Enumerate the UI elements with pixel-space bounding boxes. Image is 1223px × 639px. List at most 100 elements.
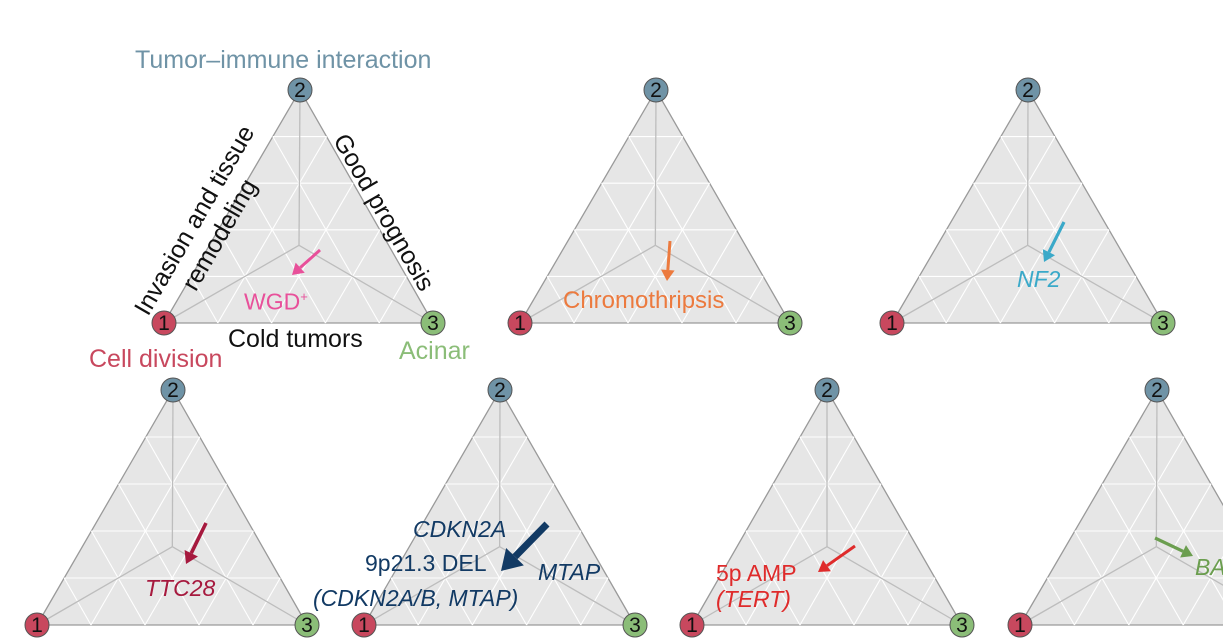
- vertex-1-number: 1: [686, 614, 698, 637]
- arrow-head: [184, 549, 198, 564]
- vertex-3-number: 3: [1157, 312, 1169, 335]
- arrow-head: [661, 269, 675, 281]
- ternary-panel-5p: 1 2 3: [679, 377, 975, 638]
- arrow-bap1: [1154, 536, 1193, 558]
- label-nf2: NF2: [1017, 266, 1061, 292]
- label-bap1: BAP1: [1195, 554, 1223, 580]
- label-wgd: WGD+: [244, 288, 308, 315]
- vertex-3-marker: [420, 310, 446, 336]
- label-chromothripsis: Chromothripsis: [563, 287, 725, 314]
- vertex-1-number: 1: [514, 312, 526, 335]
- arrow-shaft: [826, 544, 856, 567]
- vertex-1-marker: [24, 612, 50, 638]
- vertex-2-marker: [287, 77, 313, 103]
- arrow-head: [1180, 545, 1193, 558]
- ternary-panel-wgd: 1 2 3: [151, 77, 446, 336]
- label-9p21-del: 9p21.3 DEL: [365, 550, 487, 576]
- ternary-panel-9p21: 1 2 3: [351, 377, 648, 638]
- vertex-3-marker: [294, 612, 320, 638]
- label-tumor-immune-interaction: Tumor–immune interaction: [135, 46, 432, 74]
- label-cell-division: Cell division: [89, 345, 223, 373]
- median-line: [826, 546, 963, 626]
- vertex-2-marker: [814, 377, 840, 403]
- vertex-1-marker: [879, 310, 905, 336]
- vertex-2-number: 2: [1151, 379, 1163, 402]
- vertex-1-number: 1: [1014, 614, 1026, 637]
- median-line: [1019, 546, 1157, 626]
- arrow-shaft: [512, 521, 550, 560]
- arrow-shaft: [1047, 221, 1066, 253]
- label-cdkn2ab-mtap: (CDKN2A/B, MTAP): [313, 585, 519, 611]
- triangle-body: [162, 88, 435, 324]
- ternary-panel-bap1: 123: [1007, 377, 1223, 638]
- vertex-2-marker: [487, 377, 513, 403]
- vertex-2-number: 2: [167, 379, 179, 402]
- vertex-2-number: 2: [494, 379, 506, 402]
- label-wgd-superscript: +: [300, 289, 308, 304]
- vertex-3-marker: [777, 310, 803, 336]
- vertex-3-marker: [622, 612, 648, 638]
- arrow-shaft: [666, 240, 672, 271]
- vertex-1-marker: [507, 310, 533, 336]
- median-line: [655, 244, 791, 324]
- arrow-shaft: [299, 248, 321, 269]
- label-acinar: Acinar: [399, 337, 470, 365]
- label-ttc28: TTC28: [145, 575, 216, 601]
- vertex-2-marker: [1015, 77, 1041, 103]
- median-line: [654, 89, 657, 246]
- median-line: [1027, 244, 1164, 324]
- vertex-1-marker: [679, 612, 705, 638]
- vertex-2-number: 2: [821, 379, 833, 402]
- vertex-2-number: 2: [294, 79, 306, 102]
- vertex-1-number: 1: [886, 312, 898, 335]
- arrow-head: [1042, 249, 1056, 262]
- arrow-head: [501, 548, 524, 571]
- median-line: [298, 244, 434, 324]
- vertex-1-marker: [1007, 612, 1033, 638]
- vertex-1-number: 1: [358, 614, 370, 637]
- vertex-3-number: 3: [427, 312, 439, 335]
- vertex-2-number: 2: [650, 79, 662, 102]
- vertex-3-marker: [1150, 310, 1176, 336]
- ternary-panel-nf2: 1 2 3: [879, 77, 1176, 336]
- arrow-wgd: [292, 248, 321, 275]
- vertex-1-number: 1: [158, 312, 170, 335]
- median-line: [163, 244, 300, 324]
- arrow-head: [292, 262, 305, 275]
- vertex-3-marker: [949, 612, 975, 638]
- triangle-body: [1018, 388, 1223, 626]
- median-line: [171, 389, 174, 547]
- vertex-2-marker: [643, 77, 669, 103]
- vertex-3-number: 3: [629, 614, 641, 637]
- label-invasion-tissue-remodeling: Invasion and tissue remodeling: [117, 96, 317, 320]
- label-mtap: MTAP: [538, 559, 601, 585]
- median-line: [363, 546, 500, 626]
- arrow-chromothripsis: [661, 240, 675, 281]
- arrow-nf2: [1042, 221, 1066, 262]
- label-cdkn2a: CDKN2A: [413, 516, 507, 542]
- median-line: [298, 89, 301, 246]
- median-line: [172, 546, 308, 626]
- vertex-2-marker: [160, 377, 186, 403]
- arrow-shaft: [1154, 536, 1184, 553]
- vertex-1-marker: [351, 612, 377, 638]
- vertex-3-number: 3: [784, 312, 796, 335]
- label-cold-tumors: Cold tumors: [228, 325, 363, 353]
- median-line: [1155, 389, 1158, 547]
- vertex-2-marker: [1144, 377, 1170, 403]
- vertex-1-number: 1: [31, 614, 43, 637]
- label-5p-amp: 5p AMP: [716, 560, 797, 586]
- vertex-3-number: 3: [956, 614, 968, 637]
- vertex-3-number: 3: [301, 614, 313, 637]
- arrow-shaft: [189, 522, 208, 555]
- median-line: [691, 546, 828, 626]
- ternary-panel-chromothripsis: 1 2 3: [507, 77, 803, 336]
- arrow-ttc28: [184, 522, 208, 564]
- arrow-9p21: [501, 521, 550, 571]
- median-line: [519, 244, 656, 324]
- label-tert: (TERT): [716, 586, 791, 612]
- median-line: [1156, 546, 1223, 586]
- median-line: [499, 546, 636, 626]
- vertex-2-number: 2: [1022, 79, 1034, 102]
